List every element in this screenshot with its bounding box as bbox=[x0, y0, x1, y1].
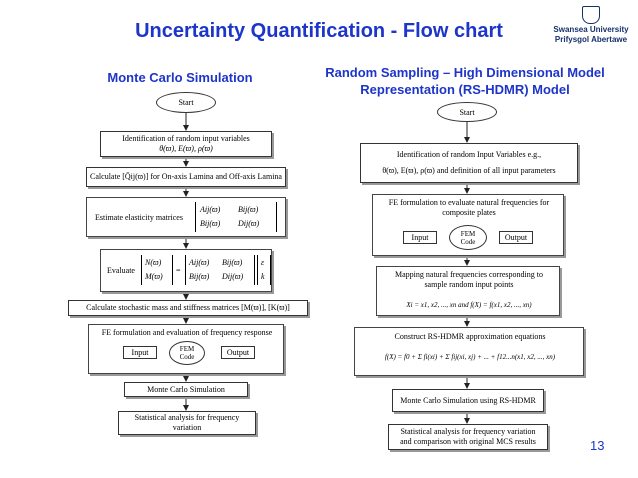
matrix-d: Dij(ϖ) bbox=[238, 219, 260, 228]
left-step-calculate-q: Calculate [Q̄ij(ϖ)] for On-axis Lamina a… bbox=[86, 167, 286, 187]
logo-line-1: Swansea University bbox=[553, 25, 629, 34]
right-step-identify-inputs: Identification of random Input Variables… bbox=[360, 143, 578, 183]
left-step-statistical: Statistical analysis for frequency varia… bbox=[118, 411, 256, 435]
vector-epsilon: ε bbox=[261, 258, 265, 267]
stiffness-matrix: Aij(ϖ) Bij(ϖ) Bij(ϖ) Dij(ϖ) bbox=[185, 255, 255, 285]
vector-n: N(ϖ) bbox=[145, 258, 162, 267]
left-code-label: Code bbox=[179, 353, 195, 361]
left-start-node: Start bbox=[156, 92, 216, 113]
right-step-fe-formulation: FE formulation to evaluate natural frequ… bbox=[372, 194, 564, 256]
right-start-node: Start bbox=[437, 102, 497, 122]
right-step3-line2: sample random input points bbox=[424, 280, 514, 289]
right-step1-text: Identification of random Input Variables… bbox=[396, 150, 542, 159]
right-step-statistical: Statistical analysis for frequency varia… bbox=[388, 424, 548, 450]
left-step-identify-inputs: Identification of random input variables… bbox=[100, 131, 272, 157]
right-fem-code: FEM Code bbox=[449, 225, 487, 250]
equals-sign: = bbox=[176, 266, 181, 275]
right-step4-title: Construct RS-HDMR approximation equation… bbox=[394, 332, 546, 341]
left-output-box: Output bbox=[221, 346, 255, 359]
strain-vector: ε k bbox=[257, 255, 271, 285]
right-step-mapping: Mapping natural frequencies correspondin… bbox=[376, 266, 560, 316]
left-step1-vars: θ(ϖ), E(ϖ), ρ(ϖ) bbox=[159, 144, 213, 153]
elasticity-matrix: Aij(ϖ) Bij(ϖ) Bij(ϖ) Dij(ϖ) bbox=[195, 202, 277, 232]
left-step-monte-carlo: Monte Carlo Simulation bbox=[124, 382, 248, 397]
right-step6-line1: Statistical analysis for frequency varia… bbox=[400, 427, 536, 436]
right-step3-equation: Xi = x1, x2, ..., xn and f(X) = f(x1, x2… bbox=[406, 301, 532, 309]
right-step2-line1: FE formulation to evaluate natural frequ… bbox=[388, 198, 550, 207]
left-fem-label: FEM bbox=[179, 345, 195, 353]
matrix-a-2: Aij(ϖ) bbox=[189, 258, 210, 267]
matrix-b-4: Bij(ϖ) bbox=[189, 272, 210, 281]
right-input-box: Input bbox=[403, 231, 437, 244]
right-step-monte-carlo-hdmr: Monte Carlo Simulation using RS-HDMR bbox=[392, 389, 544, 412]
left-step1-text: Identification of random input variables bbox=[122, 134, 250, 143]
left-step-mass-stiffness: Calculate stochastic mass and stiffness … bbox=[68, 300, 308, 316]
right-code-label: Code bbox=[460, 237, 476, 246]
matrix-b-3: Bij(ϖ) bbox=[222, 258, 243, 267]
right-step1-vars: θ(ϖ), E(ϖ), ρ(ϖ) and definition of all i… bbox=[382, 166, 556, 175]
left-step4-label: Evaluate bbox=[107, 266, 135, 275]
right-output-box: Output bbox=[499, 231, 533, 244]
logo-line-2: Prifysgol Abertawe bbox=[554, 35, 628, 44]
right-step-construct-hdmr: Construct RS-HDMR approximation equation… bbox=[354, 327, 584, 376]
right-heading: Random Sampling – High Dimensional Model… bbox=[325, 65, 605, 97]
matrix-b-2: Bij(ϖ) bbox=[200, 219, 221, 228]
left-fem-code: FEM Code bbox=[169, 341, 205, 365]
matrix-d-2: Dij(ϖ) bbox=[222, 272, 244, 281]
left-input-box: Input bbox=[123, 346, 157, 359]
right-step2-line2: composite plates bbox=[442, 208, 496, 217]
right-step4-equation: f(X) = f0 + Σ fi(xi) + Σ fij(xi, xj) + .… bbox=[384, 353, 556, 361]
matrix-a: Aij(ϖ) bbox=[200, 205, 221, 214]
crest-icon bbox=[582, 6, 600, 24]
left-step-elasticity: Estimate elasticity matrices Aij(ϖ) Bij(… bbox=[86, 197, 286, 237]
slide-title: Uncertainty Quantification - Flow chart bbox=[135, 20, 503, 42]
force-vector: N(ϖ) M(ϖ) bbox=[141, 255, 173, 285]
left-heading: Monte Carlo Simulation bbox=[107, 70, 253, 85]
left-step6-label: FE formulation and evaluation of frequen… bbox=[101, 328, 273, 337]
right-fem-label: FEM bbox=[460, 229, 476, 238]
vector-k: k bbox=[261, 272, 265, 281]
vector-m: M(ϖ) bbox=[145, 272, 163, 281]
right-step3-line1: Mapping natural frequencies correspondin… bbox=[395, 270, 543, 279]
page-number: 13 bbox=[590, 438, 605, 453]
university-logo: Swansea University Prifysgol Abertawe bbox=[548, 6, 634, 48]
right-step6-line2: and comparison with original MCS results bbox=[400, 437, 536, 446]
left-step3-label: Estimate elasticity matrices bbox=[95, 213, 183, 222]
matrix-b: Bij(ϖ) bbox=[238, 205, 259, 214]
left-step-evaluate: Evaluate N(ϖ) M(ϖ) = Aij(ϖ) Bij(ϖ) Bij(ϖ… bbox=[100, 249, 272, 292]
left-step-fe-formulation: FE formulation and evaluation of frequen… bbox=[88, 324, 284, 374]
